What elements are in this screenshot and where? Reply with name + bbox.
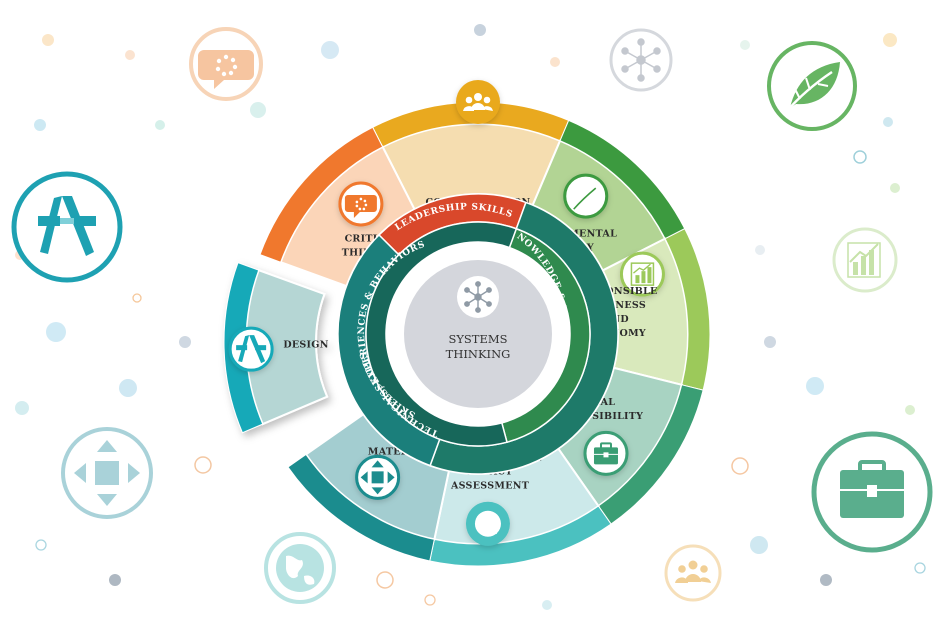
bar-chart-icon [630,262,655,286]
speech-bubble-icon [344,194,377,218]
float-speech-bubble-icon [189,27,263,101]
leaf-icon [573,184,599,210]
segment-design: DESIGN [223,262,329,434]
segment-label-line: RESPONSIBLE [575,286,658,297]
segment-label-line: RESPONSIBILITY [544,411,643,422]
design-tools-icon [236,335,267,364]
float-bar-chart-icon [832,227,898,293]
segment-icon-badge [456,80,500,124]
segment-responsible-business: RESPONSIBLEBUSINESSANDECONOMY [575,228,711,391]
segment-label-line: CRITICAL [345,233,400,244]
network-hub-icon [464,281,492,313]
competency-wheel: COMMUNICATIONANDTEAMWORKENVIRONMENTALLIT… [223,80,711,567]
segment-label-line: ASSESSMENT [450,480,529,491]
center-label-line-1: SYSTEMS [448,332,507,346]
segment-label-line: DESIGN [283,340,328,351]
move-arrows-icon [360,460,395,495]
center-hub: SYSTEMS THINKING [404,260,552,408]
float-globe-icon [264,532,336,604]
globe-icon [474,510,501,537]
segment-band [287,453,435,562]
float-leaf-icon [767,41,857,131]
float-design-tools-icon [11,171,123,283]
center-label-line-2: THINKING [446,347,511,361]
team-people-icon [463,93,493,111]
float-briefcase-icon [811,431,933,553]
segment-band [259,126,384,263]
segment-critical-thinking: CRITICALTHINKING [259,126,416,288]
segment-label-line: BUSINESS [587,300,646,311]
float-network-hub-icon [609,28,673,92]
briefcase-icon [593,442,618,465]
center-disc [404,260,552,408]
floating-icons [11,27,933,604]
float-move-arrows-icon [61,427,153,519]
float-team-people-icon [664,544,722,602]
inner-ring-skills [365,221,518,447]
